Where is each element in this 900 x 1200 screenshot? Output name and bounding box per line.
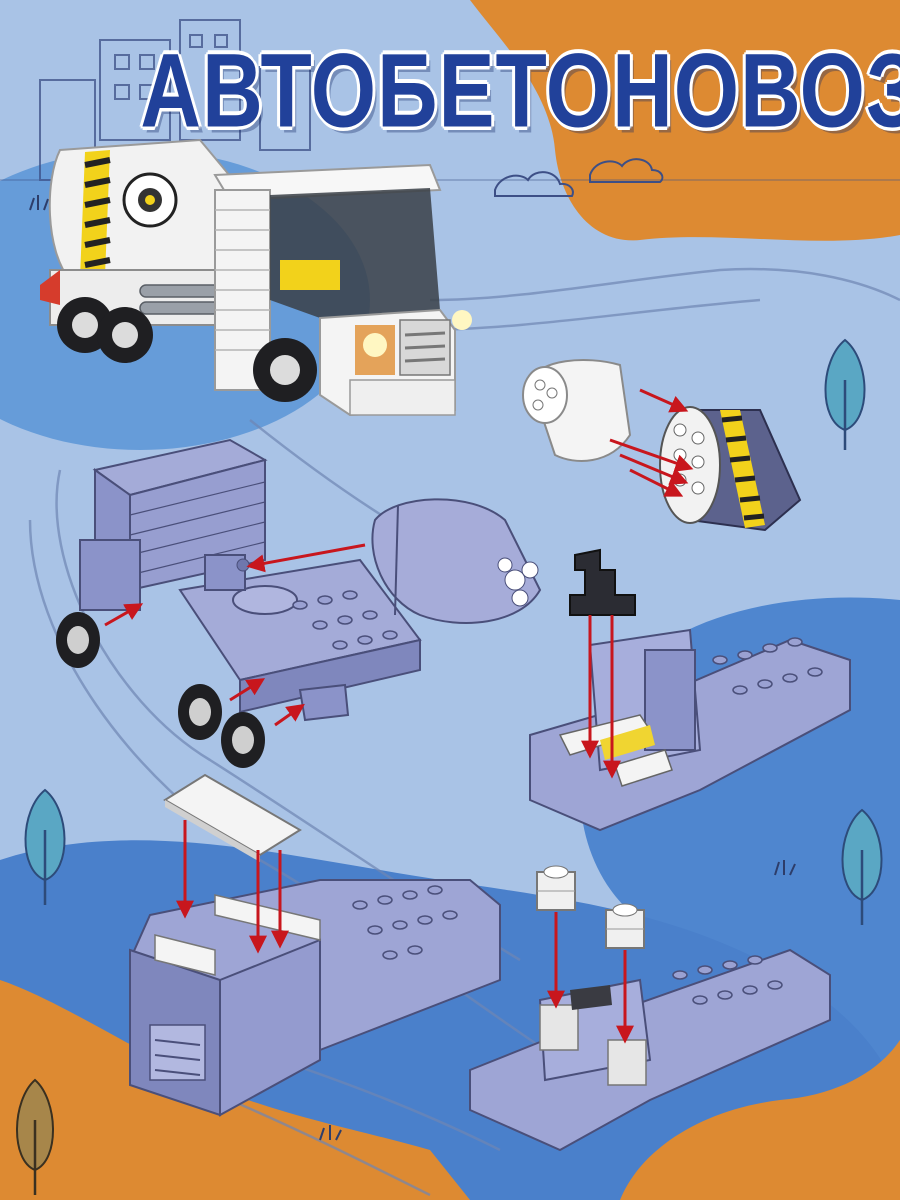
- drum-cap-part: [522, 359, 632, 462]
- drum-part: [371, 498, 542, 624]
- arrow-icon: [609, 388, 694, 497]
- orange-blob-bottom-left: [0, 980, 470, 1200]
- arrow-icon: [581, 615, 621, 779]
- cab-shell-assembly: [129, 879, 501, 1117]
- arrow-icon: [547, 912, 634, 1044]
- arrow-icon: [176, 820, 289, 954]
- cab-front-assembly: [469, 948, 831, 1152]
- chassis-frame: [178, 554, 422, 722]
- arrow-icon: [104, 543, 366, 727]
- orange-blob-top: [470, 0, 900, 241]
- cloud-icon: [589, 158, 664, 183]
- truck-wheels: [57, 297, 317, 402]
- loose-wheels: [56, 612, 265, 768]
- tree-icon: [824, 338, 866, 450]
- roof-tile-part: [163, 773, 302, 862]
- orange-blob-bottom-right: [620, 1040, 900, 1200]
- tree-icon: [24, 788, 66, 905]
- cab-base-assembly: [529, 628, 851, 832]
- cloud-icon: [494, 171, 574, 197]
- truck-cab: [213, 163, 472, 417]
- brick-part: [536, 865, 576, 911]
- mixer-drum: [48, 138, 252, 282]
- grass-icon: [29, 195, 796, 1141]
- brick-part: [605, 903, 645, 949]
- tail-light: [40, 270, 60, 305]
- tree-icon: [16, 1078, 54, 1195]
- tree-icon: [841, 808, 883, 925]
- seat-part: [569, 548, 636, 616]
- page-title: АВТОБЕТОНОВОЗ: [139, 29, 900, 150]
